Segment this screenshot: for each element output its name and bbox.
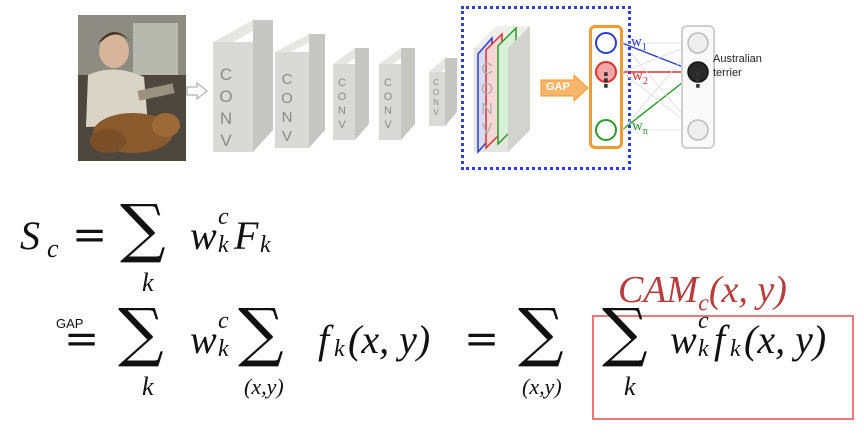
eq2-equals-2: =: [464, 314, 500, 363]
gap-arrow: [540, 74, 589, 102]
eq1-w-sup: c: [218, 204, 229, 230]
eq2-sum-2: ∑: [238, 296, 284, 370]
gap-dots: ⋮: [596, 68, 616, 92]
eq2-sum-4-index: k: [624, 372, 636, 401]
eq1-sum: ∑: [120, 192, 166, 266]
eq2-equals: =: [64, 314, 100, 363]
dashed-selection-box: [461, 6, 631, 170]
eq2-args: (x, y): [348, 317, 431, 362]
weight-label-1: w1: [631, 34, 647, 53]
eq2-sum-3-index: (x,y): [522, 374, 562, 399]
conv-label-5: CONV: [432, 78, 440, 117]
eq1-w: w: [190, 213, 217, 258]
eq2-w-2-sup: c: [698, 308, 709, 334]
eq2-f-sub: k: [334, 336, 345, 362]
output-class-label: Australian terrier: [713, 53, 762, 79]
conv-label-2: CONV: [281, 71, 293, 145]
conv-block: [333, 48, 369, 140]
weight-label-2: w2: [632, 68, 648, 87]
output-nodes: [687, 32, 709, 141]
conv-block: [429, 58, 457, 126]
eq2-sum-3: ∑: [518, 296, 564, 370]
equation-line-1: S c = ∑ k w c k F k: [20, 192, 420, 300]
feature-maps: [474, 26, 530, 154]
conv-stack: [213, 20, 457, 152]
conv-label-1: CONV: [219, 65, 233, 150]
input-photo: [78, 15, 186, 161]
conv-block: [379, 48, 415, 140]
eq1-w-sub: k: [218, 232, 229, 258]
gap-nodes: [595, 32, 617, 141]
conv-label-6: CONV: [480, 61, 494, 138]
eq2-sum-2-index: (x,y): [244, 374, 284, 399]
eq2-w-sub: k: [218, 336, 229, 362]
eq2-sum-4: ∑: [602, 296, 648, 370]
conv-block: [213, 20, 273, 152]
eq2-f-2-sub: k: [730, 336, 741, 362]
eq2-w-2-sub: k: [698, 336, 709, 362]
eq1-F-sub: k: [260, 232, 271, 258]
eq2-w: w: [190, 317, 217, 362]
eq1-equals: =: [72, 210, 108, 259]
eq2-sum-1: ∑: [118, 296, 164, 370]
eq1-S: S: [20, 213, 40, 258]
conv-label-3: CONV: [337, 77, 347, 131]
conv-label-4: CONV: [383, 77, 393, 131]
eq1-F: F: [234, 213, 259, 258]
cam-label: CAMc(x, y): [618, 269, 787, 317]
eq1-S-sub: c: [47, 234, 59, 263]
gap-tag: GAP: [56, 316, 84, 331]
eq2-w-sup: c: [218, 308, 229, 334]
equation-line-2: GAP = ∑ k w c k ∑ (x,y) f k (x, y) = ∑ (…: [0, 296, 864, 435]
eq2-f-2: f: [714, 317, 726, 362]
arrow-icon: [186, 82, 208, 100]
eq2-args-2: (x, y): [744, 317, 827, 362]
gap-arrow-label: GAP: [546, 81, 570, 93]
eq2-f: f: [318, 317, 330, 362]
cnn-diagram: CONV CONV CONV CONV CONV CONV GAP ⋮: [0, 0, 864, 180]
cam-highlight-box: [592, 315, 854, 420]
weight-label-n: wn: [632, 118, 648, 137]
eq2-sum-1-index: k: [142, 372, 154, 401]
conv-block: [275, 34, 325, 148]
output-dots: ⋮: [688, 68, 708, 92]
eq2-w-2: w: [670, 317, 697, 362]
eq1-sum-index: k: [142, 268, 154, 297]
